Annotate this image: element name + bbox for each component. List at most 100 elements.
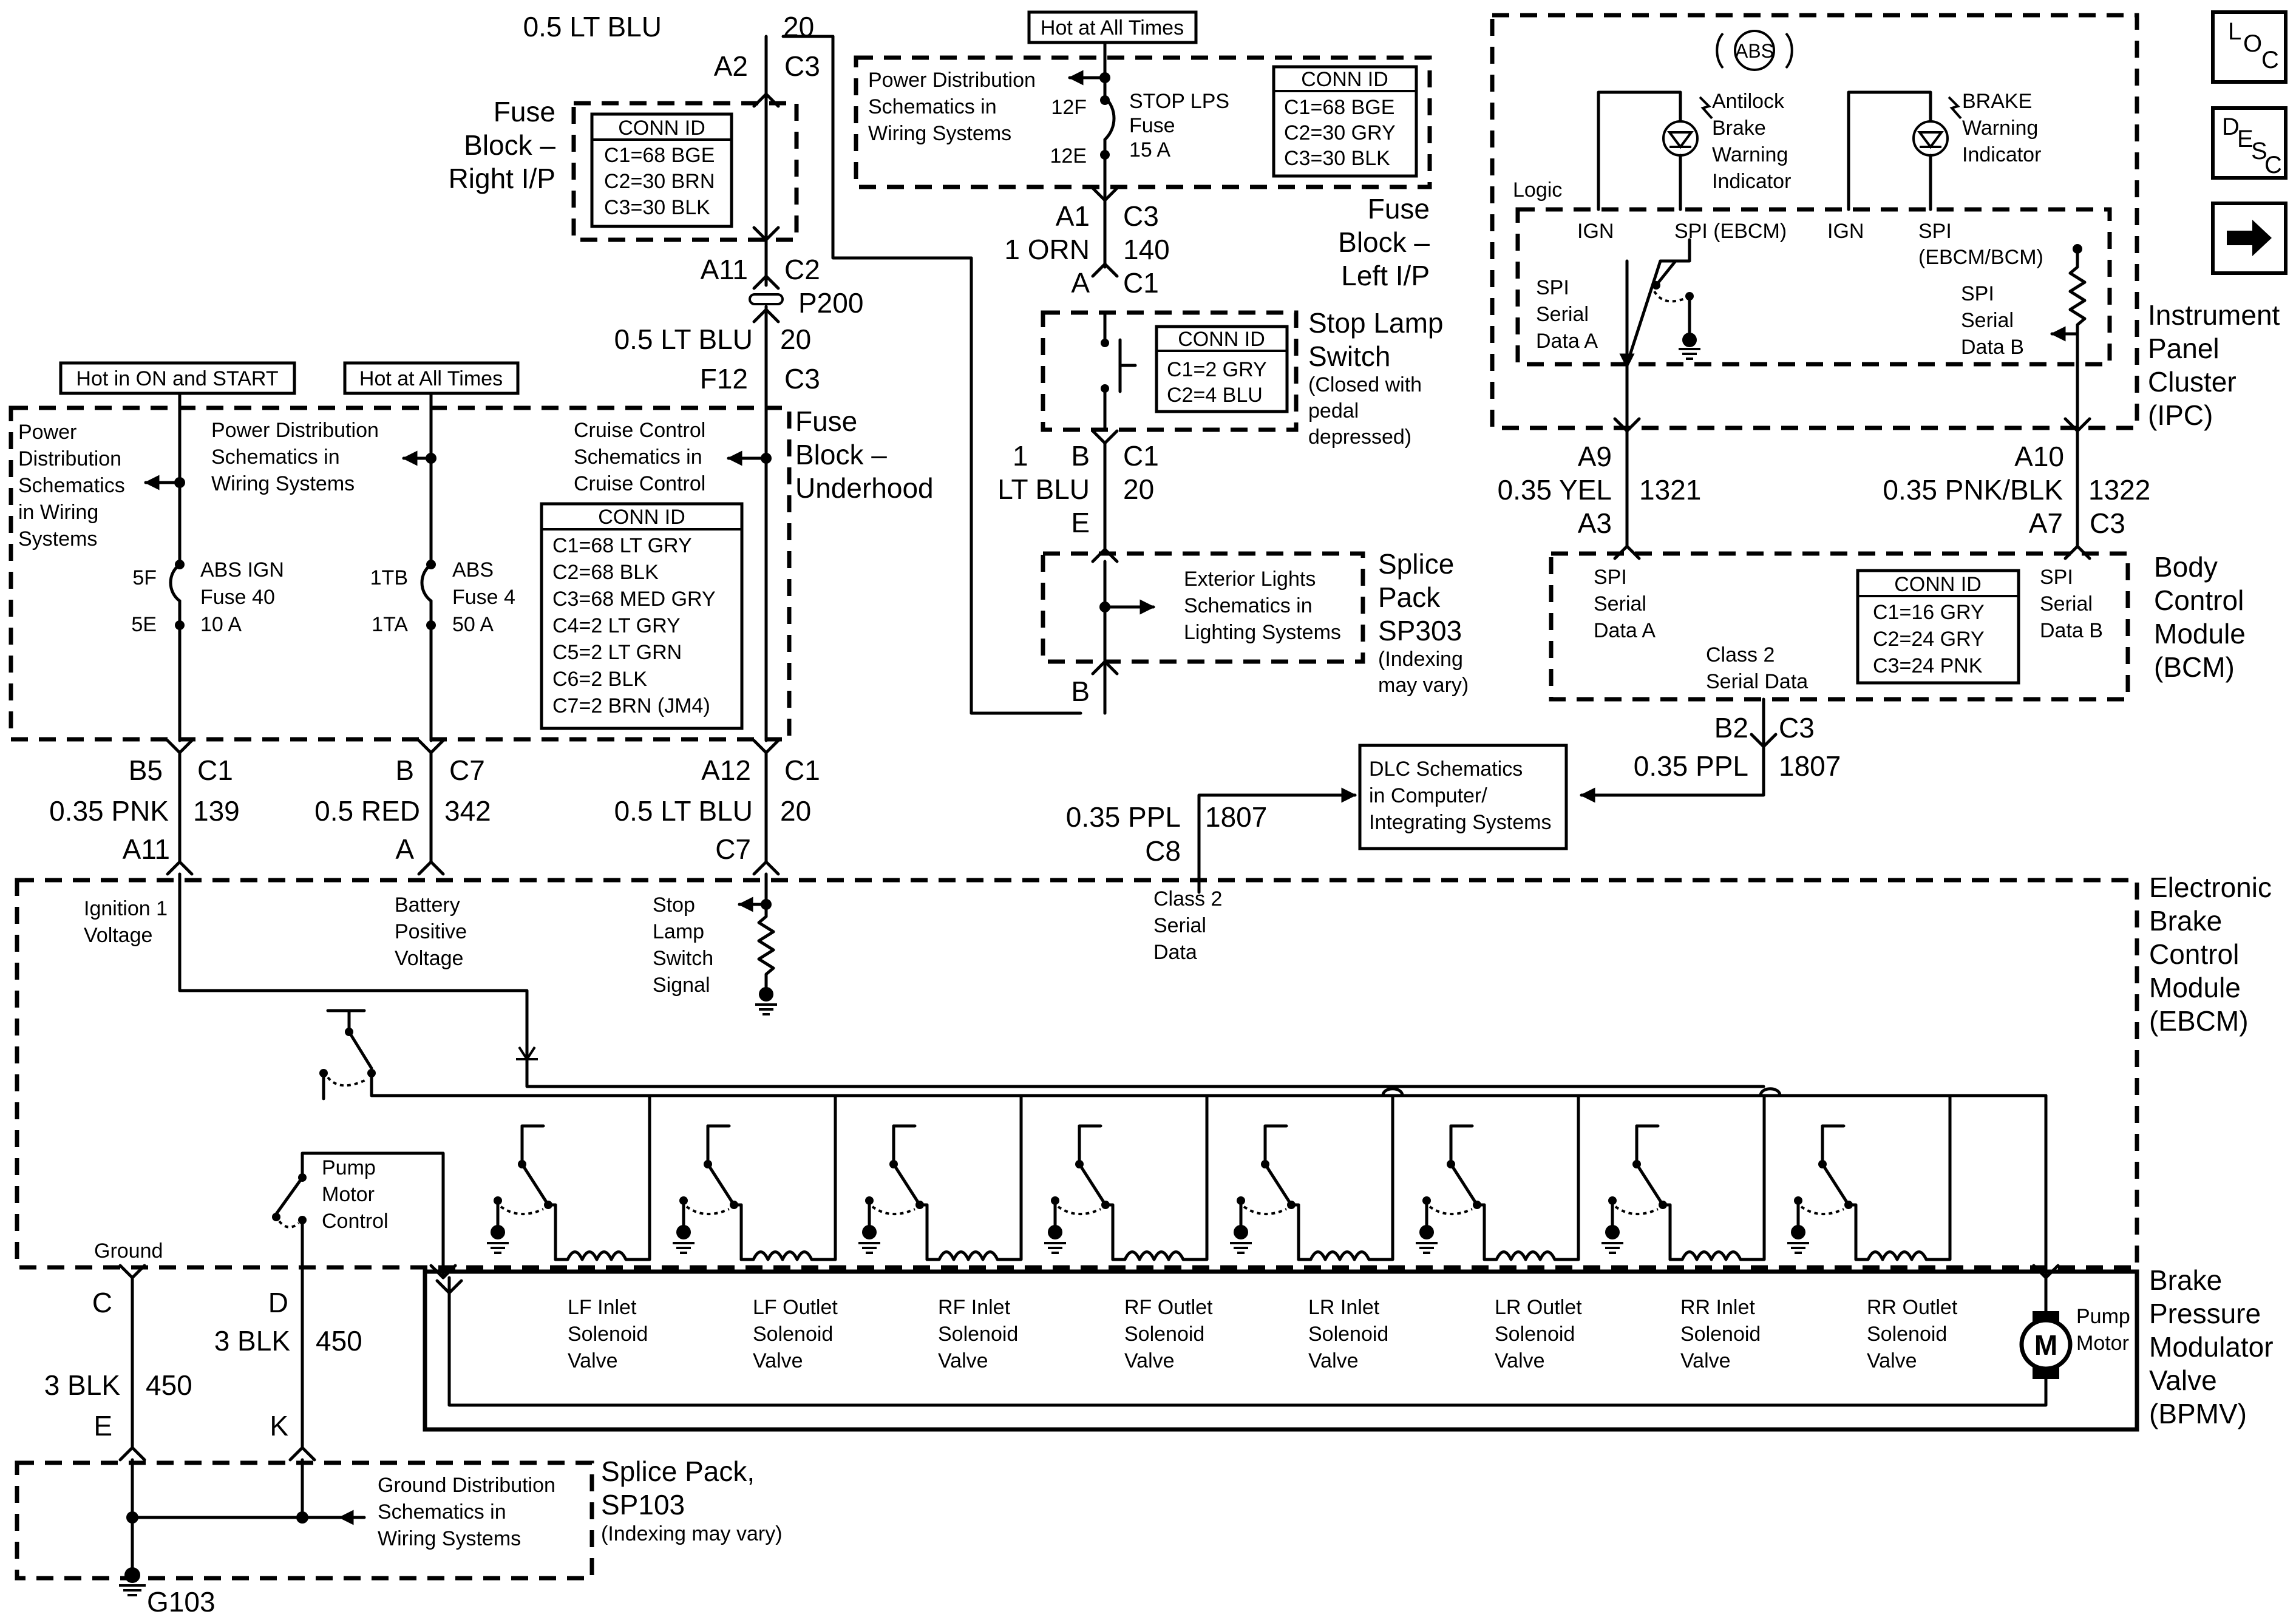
fuse-abs-ign-label: Fuse 40 (200, 586, 275, 609)
ebcm-title: Brake (2149, 905, 2222, 937)
splice-sp103-note: (Indexing may vary) (601, 1522, 783, 1545)
wire-c8-circuit: 1807 (1205, 801, 1267, 833)
desc-letter: D (2222, 114, 2240, 140)
ipc-spi-2: (EBCM/BCM) (1918, 246, 2043, 269)
valve-label: RR Inlet (1680, 1296, 1755, 1319)
valve-label: Valve (938, 1349, 988, 1372)
fuse-block-right-title-2: Block – (464, 129, 555, 161)
ground-icon (862, 1225, 877, 1239)
valve-label: Solenoid (1124, 1323, 1204, 1346)
stop-lamp-switch-section: A1 C3 1 ORN 140 A C1 CONN ID C1=2 GRY C2… (997, 186, 1469, 715)
wire-c-pin2: E (93, 1410, 112, 1442)
pwr-dist-3-line: Wiring Systems (868, 122, 1011, 145)
ipc-spi-data-a: Serial (1536, 303, 1589, 326)
ground-dist-line: Ground Distribution (378, 1474, 555, 1497)
solenoid-coil (554, 1094, 651, 1261)
splice-sp303-title: SP303 (1378, 615, 1462, 646)
fuse-abs-ign-pin: 5E (131, 613, 157, 636)
fuse-block-right-title-1: Fuse (494, 96, 555, 127)
valve-label: Valve (1680, 1349, 1731, 1372)
ground-icon (1419, 1225, 1434, 1239)
underhood-title-1: Fuse (795, 405, 857, 437)
bcm-title: Control (2154, 585, 2244, 616)
ebcm-batt-label: Battery (395, 893, 460, 917)
valve-label: Valve (753, 1349, 803, 1372)
ipc-ign-2: IGN (1827, 220, 1864, 243)
ebcm-stop-label: Switch (653, 947, 713, 970)
pwr-dist-2-line: Schematics in (211, 446, 340, 469)
valve-label: Solenoid (753, 1323, 833, 1346)
desc-letter: E (2237, 126, 2254, 152)
wire-a12-color: 0.5 LT BLU (614, 795, 753, 827)
fuse-abs-ign-pin: 5F (132, 566, 157, 589)
valve-label: RR Outlet (1867, 1296, 1958, 1319)
next-arrow-icon[interactable] (2211, 202, 2288, 275)
bcm-title: Body (2154, 551, 2218, 583)
conn-id-row: C1=16 GRY (1873, 601, 1985, 624)
splice-sp103-title: SP103 (601, 1489, 685, 1520)
p200-label: P200 (798, 287, 863, 319)
valve-label: Solenoid (568, 1323, 648, 1346)
valve-label: Valve (568, 1349, 618, 1372)
wire-b5-pin: B5 (129, 754, 163, 786)
description-icon[interactable]: D E S C (2211, 106, 2288, 180)
dlc-line: DLC Schematics (1369, 758, 1523, 781)
pump-motor-control: Pump (322, 1156, 376, 1179)
antilock-label: Antilock (1712, 90, 1785, 113)
bcm-spi-a: Data A (1594, 619, 1656, 642)
valve-label: Solenoid (1867, 1323, 1947, 1346)
cruise-control-line: Cruise Control (574, 472, 705, 495)
wire-b2-color: 0.35 PPL (1634, 750, 1748, 782)
bcm-spi-b: Data B (2040, 619, 2103, 642)
ground-icon (676, 1225, 691, 1239)
wire-f12-connector: C3 (784, 363, 820, 395)
wire-orn-connector: C3 (1123, 200, 1159, 232)
motor-symbol: M (2034, 1329, 2057, 1361)
cruise-control-line: Schematics in (574, 446, 702, 469)
ebcm-ign1-label: Ignition 1 (84, 897, 168, 920)
side-nav-icons: L O C D E S C (2211, 10, 2288, 275)
bpmv-title: Modulator (2149, 1331, 2274, 1363)
hot-all-times-box-2 (1027, 10, 1198, 44)
conn-id-row: C2=24 GRY (1873, 628, 1985, 651)
fuse-block-left-title-3: Left I/P (1341, 260, 1430, 291)
solenoid-coil (1854, 1094, 1952, 1261)
instrument-panel-cluster: ABS Antilock Brake Warning Indicator BRA… (1490, 13, 2280, 433)
fuse-block-left-title-2: Block – (1338, 226, 1430, 258)
wire-top-color: 0.5 LT BLU (523, 11, 662, 42)
pwr-dist-1-line: in Wiring (18, 501, 98, 524)
cruise-control-line: Cruise Control (574, 419, 705, 442)
wire-top-connector: C3 (784, 50, 820, 82)
ground-splice-sp103: C 3 BLK 450 E D 3 BLK 450 K Ground Distr… (15, 1276, 783, 1617)
valve-labels: LF Inlet Solenoid Valve LF Outlet Soleno… (568, 1296, 1958, 1372)
wire-b2-circuit: 1807 (1779, 750, 1841, 782)
ipc-spi-1: SPI (EBCM) (1674, 220, 1787, 243)
wire-f12-circuit: 20 (780, 324, 811, 355)
valve-label: LR Outlet (1495, 1296, 1582, 1319)
wire-lt-blu-1-gauge: 1 (1013, 440, 1028, 472)
bcm-class2: Serial Data (1706, 670, 1808, 693)
wire-lt-blu-1-pin: B (1071, 440, 1090, 472)
splice-sp103-title: Splice Pack, (601, 1456, 755, 1487)
fuse-abs-label: ABS (452, 558, 494, 581)
fuse-block-underhood: Fuse Block – Underhood Hot in ON and STA… (8, 361, 934, 742)
wire-b2-connector: C3 (1779, 712, 1815, 744)
ground-icon (1791, 1225, 1805, 1239)
fuse-abs-label: 50 A (452, 613, 494, 636)
conn-id-row: C5=2 LT GRN (552, 641, 682, 664)
wire-a12-pin2: C7 (715, 833, 751, 865)
conn-id-row: C2=4 BLU (1167, 384, 1263, 407)
ebcm-class2-label: Class 2 (1153, 887, 1222, 910)
bpmv-title: Brake (2149, 1264, 2222, 1296)
stop-lamp-switch-note: (Closed with (1308, 373, 1422, 396)
wire-a12-circuit: 20 (780, 795, 811, 827)
lt-blu-wire: A11 C2 P200 0.5 LT BLU 20 F12 C3 (614, 35, 1082, 715)
location-icon[interactable]: L O C (2211, 10, 2288, 84)
ebcm-title: Module (2149, 972, 2241, 1003)
conn-id-row: C3=24 PNK (1873, 654, 1983, 677)
solenoid-coil (1297, 1094, 1394, 1261)
ground-icon (1048, 1225, 1062, 1239)
pwr-dist-1-line: Distribution (18, 447, 121, 470)
ebcm-input-wires: B5 C1 0.35 PNK 139 A11 B C7 0.5 RED 342 … (49, 739, 820, 876)
